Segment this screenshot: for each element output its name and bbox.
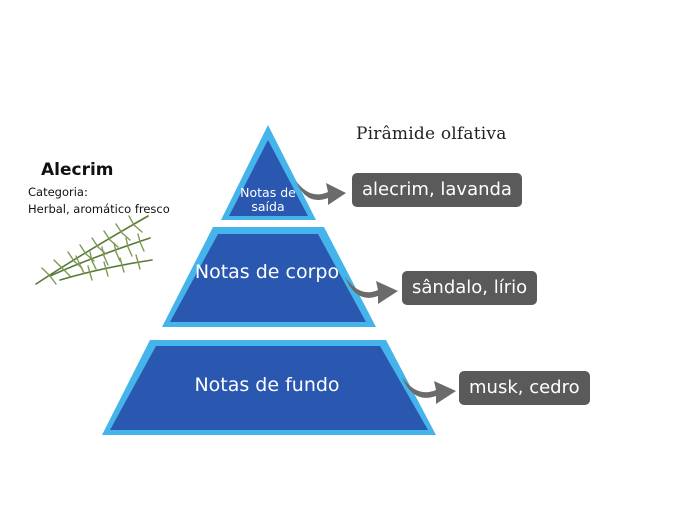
pyramid-tier-top bbox=[229, 140, 308, 216]
tier-label-base: Notas de fundo bbox=[194, 374, 340, 396]
notes-badge-top: alecrim, lavanda bbox=[352, 173, 522, 207]
pyramid-tier-middle bbox=[170, 234, 366, 322]
tier-label-middle: Notas de corpo bbox=[194, 261, 340, 283]
arrow-top-icon bbox=[296, 181, 346, 205]
pyramid-tier-base bbox=[110, 346, 428, 430]
rosemary-sprig-icon bbox=[35, 215, 153, 285]
tier-label-top: Notas de saída bbox=[240, 185, 296, 214]
product-name: Alecrim bbox=[41, 160, 114, 180]
arrow-base-icon bbox=[402, 377, 456, 404]
notes-badge-middle: sândalo, lírio bbox=[402, 271, 538, 305]
arrow-middle-icon bbox=[345, 277, 398, 304]
diagram-title: Pirâmide olfativa bbox=[356, 124, 507, 144]
notes-badge-base: musk, cedro bbox=[459, 371, 590, 405]
category-value: Herbal, aromático fresco bbox=[28, 202, 170, 216]
category-label: Categoria: bbox=[28, 185, 88, 199]
